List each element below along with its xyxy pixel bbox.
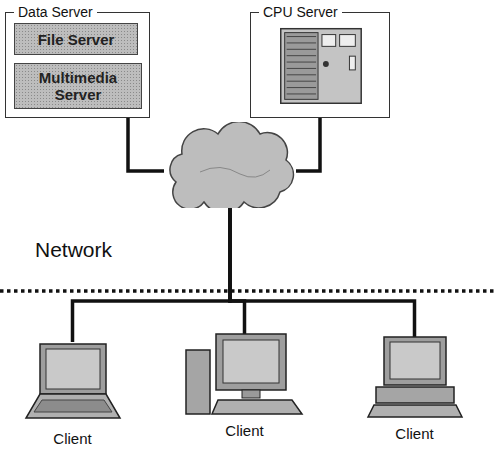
server-group: CPU Server: [250, 12, 390, 118]
client-label: Client: [395, 425, 433, 443]
client-computer: Client: [20, 338, 125, 448]
network-label: Network: [35, 238, 112, 262]
group-heading: CPU Server: [259, 3, 342, 21]
cloud-shape: [160, 122, 300, 208]
client-computer: Client: [362, 333, 467, 443]
server-box: Multimedia Server: [14, 63, 142, 109]
network-link: [296, 118, 320, 171]
network-cloud: Network: [160, 122, 300, 208]
server-box: File Server: [14, 23, 138, 55]
laptop-icon: [20, 338, 125, 426]
network-link: [128, 118, 164, 171]
server-name: Multimedia Server: [19, 69, 137, 103]
client-computer: Client: [182, 330, 307, 440]
group-heading: Data Server: [14, 3, 97, 21]
network-link: [73, 205, 231, 342]
server-name: File Server: [38, 31, 115, 48]
client-label: Client: [225, 422, 263, 440]
desktop-tower-icon: [182, 330, 307, 418]
dotted-boundary: [0, 289, 495, 293]
server-group: Data ServerFile ServerMultimedia Server: [5, 12, 150, 118]
client-label: Client: [53, 430, 91, 448]
cpu-server-illustration: [251, 13, 389, 117]
desktop-icon: [362, 333, 467, 421]
network-link: [230, 205, 245, 334]
network-link: [230, 205, 415, 337]
